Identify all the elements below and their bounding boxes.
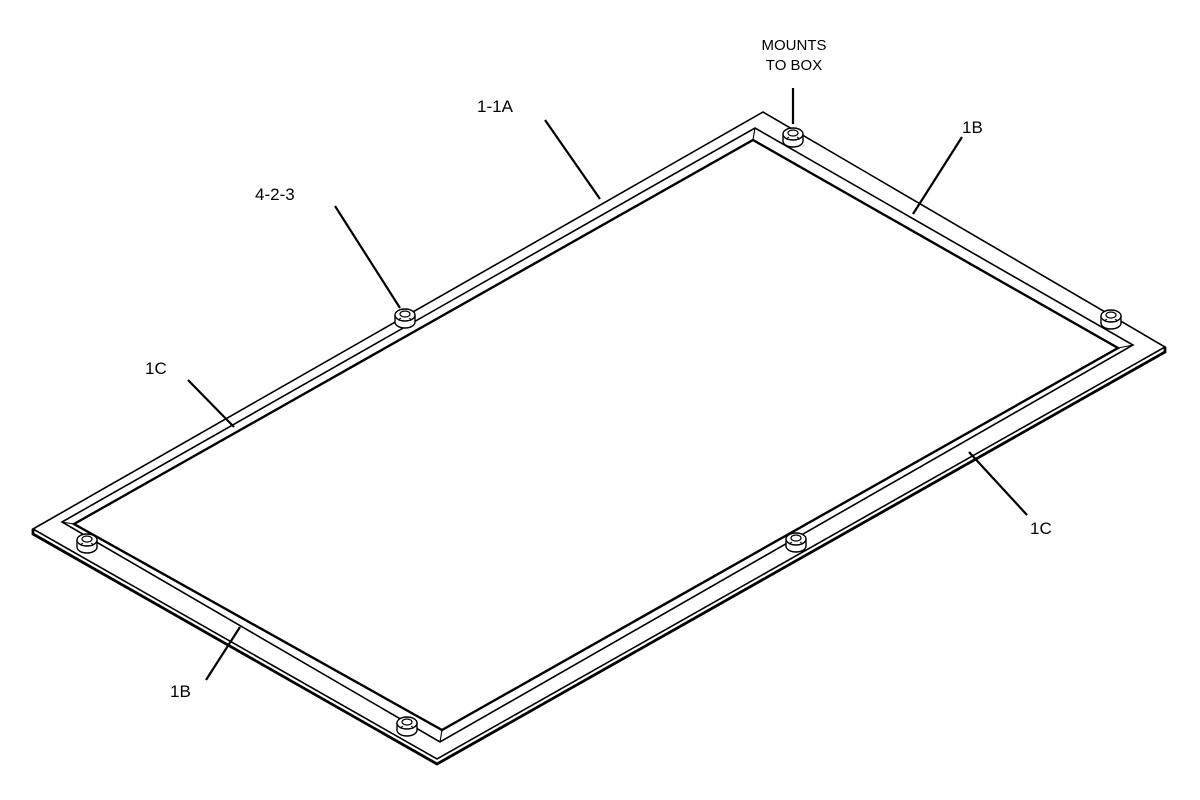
- leader-1b-bottom: [205, 626, 241, 681]
- callout-mounts-line1: MOUNTS: [762, 37, 827, 54]
- mounting-nut: [396, 716, 418, 737]
- leader-1-1a: [544, 119, 601, 200]
- leader-1b-top: [912, 136, 963, 215]
- frame-bar-face-lines-4: [439, 729, 443, 743]
- mounting-nut: [1100, 309, 1122, 330]
- mounting-nut: [782, 127, 804, 148]
- callout-4-2-3: 4-2-3: [255, 185, 295, 204]
- callout-1c-right: 1C: [1030, 519, 1052, 538]
- mounting-nut: [76, 533, 98, 554]
- mounting-nut: [394, 308, 416, 329]
- leader-1c-right: [968, 451, 1028, 516]
- callout-mounts-line2: TO BOX: [766, 57, 822, 74]
- frame-bar-face-lines-3: [1117, 344, 1134, 349]
- leader-4-2-3: [334, 205, 401, 309]
- frame-bar-face-lines-2: [752, 127, 756, 141]
- frame-bar-face-lines: [61, 521, 75, 525]
- callout-1b-bottom: 1B: [170, 682, 191, 701]
- leader-1c-left: [187, 379, 235, 428]
- callout-1c-left: 1C: [145, 359, 167, 378]
- callout-1b-top: 1B: [962, 118, 983, 137]
- mounting-nut: [785, 532, 807, 553]
- plate-thickness-front: [31, 347, 1167, 766]
- callout-1-1a: 1-1A: [477, 97, 514, 116]
